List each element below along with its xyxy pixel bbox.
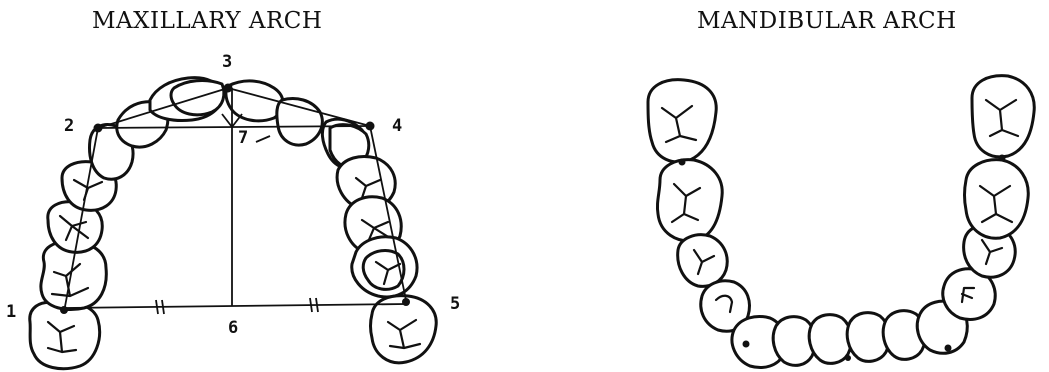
max-right-molar-2-fissure: [386, 318, 422, 350]
max-left-molar-2-fissure: [46, 320, 78, 354]
mand-right-premolar-2-fissure: [980, 238, 1004, 266]
max-right-lateral-incisor: [275, 97, 324, 147]
mand-contact-left-lower: [742, 340, 750, 348]
max-tick-left-a: [155, 299, 159, 315]
max-tick-left-b: [161, 299, 165, 315]
max-point-label-5: 5: [450, 294, 461, 314]
mand-right-molar-1-fissure: [978, 184, 1014, 224]
max-point-2: [93, 123, 103, 133]
mand-right-lateral-incisor: [881, 309, 927, 361]
max-ref-line-1-2: [63, 127, 99, 313]
mand-left-premolar-1: [699, 279, 751, 333]
mand-left-lateral-incisor: [771, 315, 817, 367]
max-ref-line-7-b: [231, 113, 243, 128]
max-ref-line-1-5: [63, 303, 407, 309]
max-left-premolar-2-fissure: [58, 214, 90, 242]
max-ref-line-4-5: [369, 125, 407, 301]
mand-contact-left-upper: [678, 158, 686, 166]
max-ref-line-7-a: [221, 113, 233, 128]
max-point-1: [60, 306, 68, 314]
mand-contact-right-lower: [944, 344, 952, 352]
mand-left-premolar-1-fissure: [714, 294, 734, 314]
max-point-label-7: 7: [238, 128, 249, 148]
max-tick-right-a: [309, 297, 313, 313]
mandibular-arch-title: MANDIBULAR ARCH: [697, 8, 957, 34]
max-point-4: [365, 121, 375, 131]
max-ref-line-2-3: [97, 87, 229, 129]
mand-right-molar-2-fissure: [984, 98, 1020, 138]
max-ref-line-2-4: [97, 125, 371, 129]
maxillary-arch-title: MAXILLARY ARCH: [92, 8, 323, 34]
mand-right-molar-2: [970, 74, 1036, 159]
max-ref-line-3-4: [227, 87, 371, 127]
mand-left-molar-1: [655, 158, 724, 243]
max-ref-line-7-leader: [255, 135, 271, 143]
mand-left-molar-1-fissure: [670, 182, 702, 224]
max-right-premolar-1: [335, 155, 397, 211]
mand-left-molar-2: [646, 78, 718, 164]
max-point-label-3: 3: [222, 52, 233, 72]
mand-left-central-incisor: [807, 313, 853, 365]
max-point-label-6: 6: [228, 318, 239, 338]
max-point-label-4: 4: [392, 116, 403, 136]
mand-contact-right-upper: [998, 154, 1006, 162]
mand-contact-center: [845, 355, 851, 361]
max-right-molar-1-fissure: [374, 260, 402, 286]
max-right-premolar-1-fissure: [354, 176, 382, 200]
mand-right-premolar-1: [941, 267, 997, 321]
mand-left-premolar-2-fissure: [692, 248, 716, 276]
mand-right-central-incisor: [845, 311, 891, 363]
max-right-molar-2: [369, 294, 438, 365]
mand-right-premolar-1-fissure: [960, 286, 976, 304]
max-point-5: [402, 298, 410, 306]
max-right-molar-1-inner: [361, 249, 406, 291]
max-point-label-1: 1: [6, 302, 17, 322]
max-point-label-2: 2: [64, 116, 75, 136]
max-point-3: [223, 83, 233, 93]
max-tick-right-b: [315, 297, 319, 313]
mandibular-arch: [646, 74, 1036, 369]
mand-right-molar-1: [963, 158, 1030, 240]
mand-left-molar-2-fissure: [660, 104, 698, 144]
maxillary-arch: [28, 76, 438, 371]
